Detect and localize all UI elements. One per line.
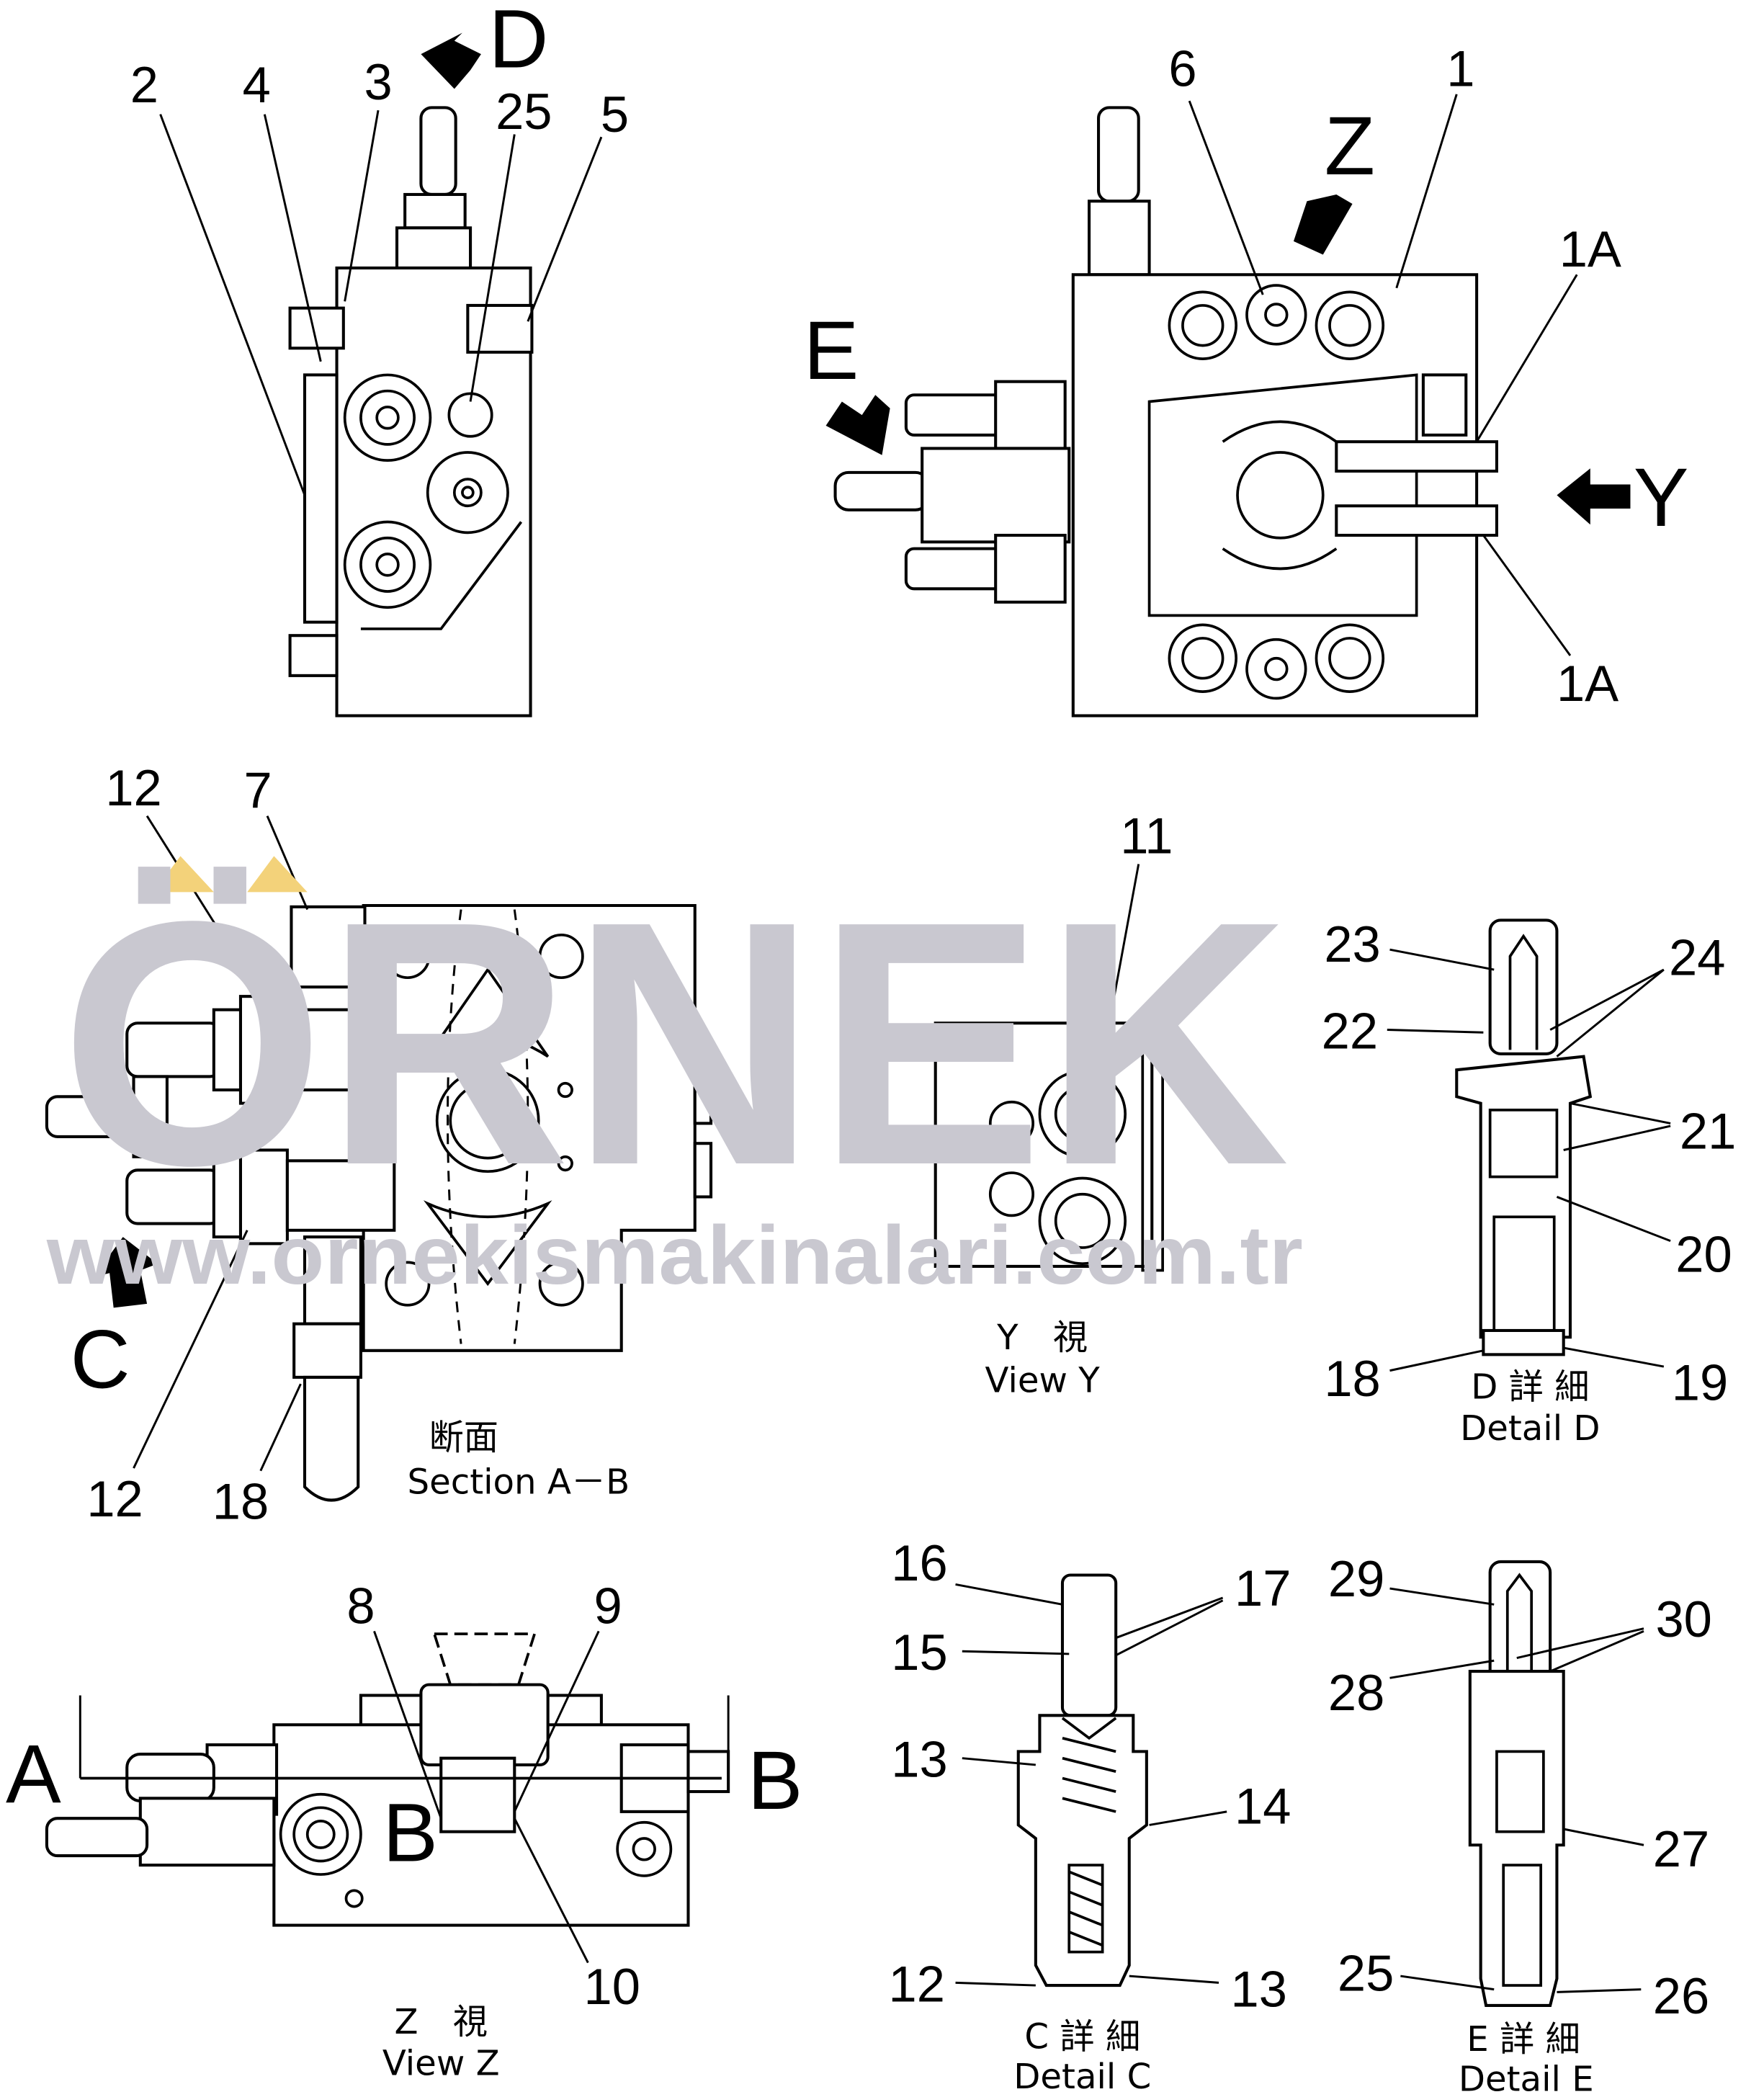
arrow-c-icon — [93, 1237, 158, 1308]
callout-1a-top: 1A — [1559, 220, 1621, 277]
arrow-label-e: E — [804, 305, 859, 397]
callout-10: 10 — [584, 1958, 640, 2015]
detail-e-callouts: 29 30 28 27 25 26 E 詳 細 Detail E — [1328, 1550, 1712, 2097]
callout-6: 6 — [1168, 40, 1196, 97]
callout-27: 27 — [1653, 1820, 1709, 1877]
callout-5: 5 — [601, 86, 629, 143]
callout-15: 15 — [891, 1624, 947, 1681]
section-mark-b: B — [748, 1735, 803, 1827]
arrow-label-d: D — [488, 0, 548, 86]
arrow-label-z: Z — [1325, 100, 1375, 192]
arrow-d-icon — [421, 32, 481, 89]
watermark-accent — [247, 856, 308, 893]
caption-jp: C 詳 細 — [1024, 2016, 1140, 2057]
caption: Detail D — [1460, 1408, 1600, 1449]
section-ab-callouts: 12 7 12 18 C 断面 Section A－B — [71, 759, 630, 1530]
detail-d — [1455, 918, 1593, 1356]
callout-1: 1 — [1446, 40, 1474, 97]
callout-28: 28 — [1328, 1664, 1384, 1721]
callout-16: 16 — [891, 1534, 947, 1591]
callout-4: 4 — [243, 56, 271, 113]
callout-14: 14 — [1235, 1778, 1291, 1835]
arrow-z-icon — [1293, 194, 1353, 255]
callout-25: 25 — [1338, 1944, 1394, 2001]
detail-d-callouts: 23 24 22 21 20 18 19 D 詳 細 Detail D — [1322, 916, 1737, 1449]
caption-jp: 断面 — [429, 1418, 498, 1458]
view-y — [934, 1021, 1164, 1272]
section-ab-view — [45, 903, 713, 1502]
detail-c-callouts: 16 15 17 13 14 12 13 C 詳 細 Detail C — [889, 1534, 1291, 2097]
callout-1a-bottom: 1A — [1557, 655, 1619, 712]
callout-18: 18 — [212, 1473, 269, 1530]
detail-c — [1016, 1573, 1148, 1988]
caption: Section A－B — [407, 1462, 630, 1502]
callout-23: 23 — [1324, 916, 1380, 973]
callout-17: 17 — [1235, 1560, 1291, 1617]
watermark-accent — [153, 856, 214, 893]
callout-29: 29 — [1328, 1550, 1384, 1607]
view-z — [45, 1632, 730, 1927]
view-z-callouts: 8 9 10 A B B Z 視 View Z — [6, 1577, 802, 2083]
caption-jp: Y 視 — [996, 1318, 1088, 1358]
callout-8: 8 — [346, 1577, 375, 1634]
caption: Detail E — [1459, 2060, 1594, 2097]
callout-19: 19 — [1672, 1354, 1728, 1410]
view-y-callouts: 11 Y 視 View Y — [985, 808, 1173, 1401]
callout-26: 26 — [1653, 1967, 1709, 2024]
top-left-view — [288, 106, 534, 717]
callout-24: 24 — [1669, 929, 1725, 985]
callout-30: 30 — [1655, 1591, 1711, 1647]
callout-25: 25 — [496, 83, 552, 140]
callout-21: 21 — [1680, 1103, 1736, 1160]
section-mark-b-inner: B — [382, 1787, 438, 1879]
caption-jp: Z 視 — [395, 2002, 488, 2042]
caption: Detail C — [1013, 2057, 1151, 2097]
callout-9: 9 — [594, 1577, 622, 1634]
caption-jp: D 詳 細 — [1471, 1367, 1589, 1408]
caption: View Z — [382, 2043, 500, 2083]
arrow-y-icon — [1557, 468, 1631, 525]
callout-12-bottom: 12 — [86, 1470, 143, 1527]
callout-13-bottom: 13 — [1230, 1961, 1286, 2018]
callout-22: 22 — [1322, 1003, 1378, 1060]
detail-e — [1468, 1560, 1565, 2007]
arrow-label-y: Y — [1634, 452, 1689, 544]
arrow-label-c: C — [71, 1314, 130, 1406]
callout-18: 18 — [1324, 1350, 1380, 1407]
callout-7: 7 — [243, 762, 272, 819]
section-mark-a: A — [6, 1728, 61, 1820]
callout-3: 3 — [364, 53, 392, 110]
callout-12: 12 — [889, 1955, 945, 2012]
arrow-e-icon — [825, 395, 890, 455]
callout-13-top: 13 — [891, 1731, 947, 1788]
top-left-callouts: 2 4 3 25 5 D — [130, 0, 629, 496]
callout-2: 2 — [130, 56, 158, 113]
callout-11: 11 — [1120, 808, 1173, 864]
top-right-callouts: 6 1 1A 1A Z E Y — [804, 40, 1689, 712]
caption-jp: E 詳 細 — [1467, 2019, 1580, 2060]
top-right-view — [833, 106, 1498, 717]
caption: View Y — [985, 1360, 1101, 1400]
callout-20: 20 — [1675, 1225, 1732, 1282]
callout-12-top: 12 — [105, 759, 161, 816]
